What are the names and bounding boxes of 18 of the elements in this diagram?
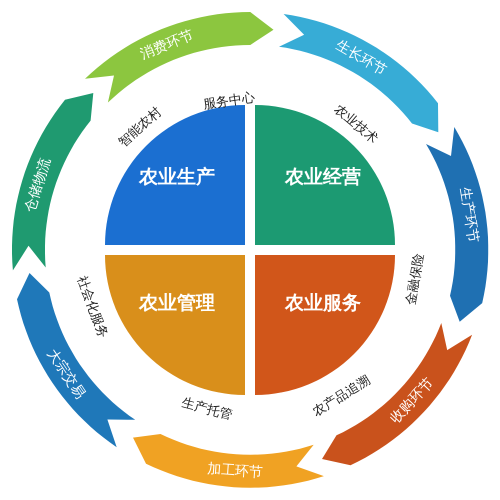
- ring-label: 社会化服务: [72, 274, 111, 342]
- segment-label: 生长环节: [332, 36, 390, 80]
- segment-label: 消费环节: [138, 26, 196, 64]
- ring-label: 智能农村: [114, 104, 165, 152]
- ring-label: 生产托管: [180, 394, 235, 425]
- segment-label: 收购环节: [386, 374, 438, 428]
- segment-label: 生产环节: [456, 186, 482, 244]
- sector-title: 农业生产: [139, 165, 215, 190]
- ring-label: 服务中心: [202, 90, 256, 114]
- ring-label: 金融保险: [403, 252, 429, 306]
- segment-label: 加工环节: [206, 460, 264, 482]
- ring-label: 农产品追溯: [308, 372, 374, 421]
- sector-title: 农业管理: [139, 291, 215, 316]
- sector-title: 农业经营: [285, 165, 361, 190]
- sector-title: 农业服务: [285, 291, 361, 316]
- segment-label: 大宗交易: [43, 346, 90, 402]
- ring-label: 农业技术: [330, 100, 382, 148]
- segment-label: 仓储物流: [21, 156, 55, 215]
